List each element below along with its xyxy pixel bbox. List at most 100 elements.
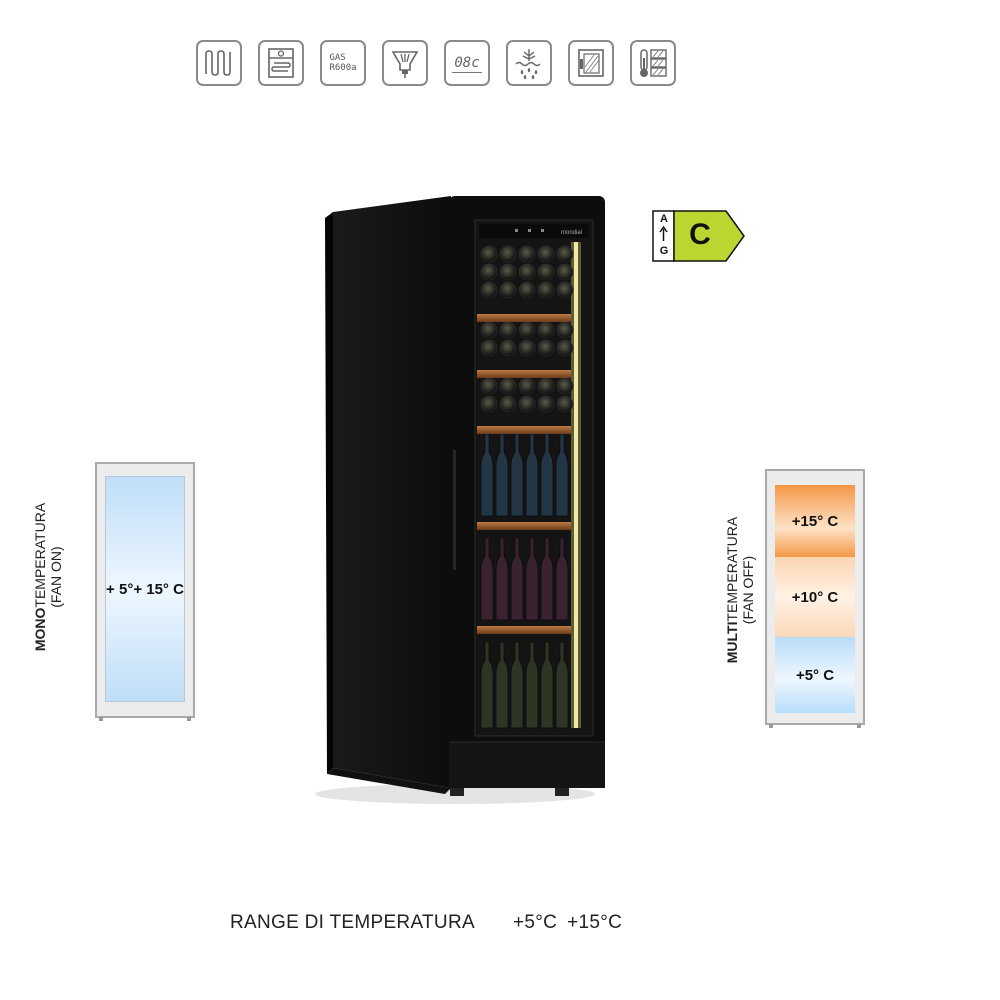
multi-thermometer-icon: [630, 40, 676, 86]
auto-defrost-icon: [258, 40, 304, 86]
bottle: [525, 537, 539, 621]
multi-temp-cabinet: +15° C +10° C +5° C: [765, 469, 865, 725]
bottle: [555, 641, 569, 729]
mono-fan-mode: (FAN ON): [48, 546, 64, 608]
multi-fan-mode: (FAN OFF): [740, 555, 756, 625]
bottle-base: [499, 321, 517, 339]
bottle-base: [537, 377, 555, 395]
bottle-base: [480, 245, 498, 263]
temperature-range: RANGE DI TEMPERATURA +5°C +15°C: [230, 912, 622, 934]
bottle-base: [480, 263, 498, 281]
multi-zone-middle: +10° C: [775, 557, 855, 637]
multi-label-bold: MULTI: [724, 621, 740, 664]
glass-door-icon: [568, 40, 614, 86]
gas-type: R600a: [329, 63, 357, 73]
bottle: [480, 641, 494, 729]
energy-class-label: A G C: [652, 210, 746, 262]
bottle: [540, 537, 554, 621]
heating-element-icon: [196, 40, 242, 86]
led-light-icon: [382, 40, 428, 86]
wood-shelves: [477, 314, 571, 634]
shelf: [477, 370, 571, 378]
bottle-base: [518, 395, 536, 413]
wine-bottles: [480, 245, 574, 729]
bottle: [495, 433, 509, 517]
zone-middle-temp: +10° C: [791, 588, 839, 606]
bottle-base: [556, 377, 574, 395]
bottle-base: [537, 245, 555, 263]
bottle-base: [556, 281, 574, 299]
bottle: [525, 433, 539, 517]
multi-temp-label: MULTITEMPERATURA (FAN OFF): [724, 500, 756, 680]
multi-label-rest: TEMPERATURA: [724, 516, 740, 622]
shelf: [477, 426, 571, 434]
multi-cabinet-feet: [769, 724, 861, 728]
bottle: [480, 433, 494, 517]
bottle-base: [480, 395, 498, 413]
bottle: [540, 433, 554, 517]
bottle-base: [518, 377, 536, 395]
bottle: [510, 433, 524, 517]
mono-temp-zone: + 5°+ 15° C: [105, 476, 185, 702]
range-min: +5°C: [512, 912, 558, 933]
energy-class: C: [689, 218, 711, 251]
bottle: [495, 641, 509, 729]
digital-display-icon: 08c: [444, 40, 490, 86]
bottle-base: [480, 377, 498, 395]
bottle: [555, 433, 569, 517]
bottle-base: [537, 321, 555, 339]
bottle-base: [480, 339, 498, 357]
energy-scale-bottom: G: [659, 245, 669, 257]
range-label: RANGE DI TEMPERATURA: [230, 912, 475, 933]
bottle-base: [499, 395, 517, 413]
zone-bottom-temp: +5° C: [795, 666, 835, 684]
multi-zone-top: +15° C: [775, 485, 855, 557]
wine-cabinet-image: mondial: [315, 196, 605, 804]
range-max: +15°C: [567, 912, 623, 933]
bottle-base: [499, 263, 517, 281]
bottle-base: [556, 245, 574, 263]
mono-cabinet-feet: [99, 717, 191, 721]
bottle-base: [556, 395, 574, 413]
bottle-base: [480, 321, 498, 339]
multi-zone-bottom: +5° C: [775, 637, 855, 713]
bottle-base: [537, 281, 555, 299]
shelf: [477, 314, 571, 322]
shelf: [477, 626, 571, 634]
bottle-base: [518, 321, 536, 339]
bottle-base: [556, 339, 574, 357]
bottle: [480, 537, 494, 621]
bottle-base: [499, 339, 517, 357]
bottle: [510, 537, 524, 621]
bottle-base: [556, 321, 574, 339]
bottle-base: [518, 245, 536, 263]
brand-logo: mondial: [561, 230, 582, 236]
mono-temp-cabinet: + 5°+ 15° C: [95, 462, 195, 718]
energy-scale-top: A: [660, 213, 668, 225]
bottle: [495, 537, 509, 621]
bottle-base: [537, 395, 555, 413]
bottle-base: [537, 263, 555, 281]
bottle: [555, 537, 569, 621]
bottle-base: [556, 263, 574, 281]
shelf: [477, 522, 571, 530]
bottle-base: [518, 263, 536, 281]
mono-label-bold: MONO: [32, 607, 48, 652]
mono-temp-range: + 5°+ 15° C: [106, 580, 184, 598]
bottle-base: [499, 377, 517, 395]
bottle-base: [480, 281, 498, 299]
bottle-base: [499, 245, 517, 263]
bottle: [540, 641, 554, 729]
bottle-base: [499, 281, 517, 299]
bottle-base: [518, 339, 536, 357]
humidity-control-icon: [506, 40, 552, 86]
gas-label: GAS: [329, 53, 346, 63]
mono-temp-label: MONOTEMPERATURA (FAN ON): [32, 497, 64, 657]
bottle-base: [537, 339, 555, 357]
zone-top-temp: +15° C: [791, 512, 839, 530]
display-digits: 08c: [454, 54, 480, 71]
bottle: [525, 641, 539, 729]
mono-label-rest: TEMPERATURA: [32, 502, 48, 608]
